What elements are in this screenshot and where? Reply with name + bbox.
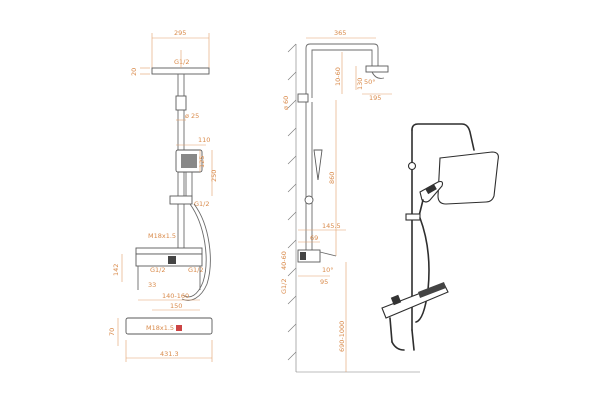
dim-handshower-head: 125 [198, 156, 206, 168]
dim-centre-spacing: 150 [170, 302, 182, 310]
mixer-bottom-marker [176, 325, 182, 331]
dim-nut-thread: G1/2 [280, 279, 288, 295]
iso-rain-head [437, 151, 499, 205]
dim-inlet-spacing: 140-160 [162, 292, 189, 300]
wall-hatch [287, 43, 297, 361]
dim-swivel-width: 195 [369, 94, 381, 102]
rain-shower-head [151, 67, 210, 75]
dim-swivel-angle: 50° [364, 78, 376, 86]
dim-head-thickness: 20 [130, 68, 138, 76]
dim-pipe-diameter: ø 25 [185, 112, 199, 120]
dim-shelf-gap: 33 [148, 281, 156, 289]
dim-tilt-angle: 10° [322, 266, 334, 274]
dim-inlet-offset: 69 [310, 234, 318, 242]
dim-mixer-height: 70 [108, 328, 116, 336]
dim-connector-range: 40-60 [280, 251, 288, 270]
dim-thread-bottom: M18x1.5 [146, 324, 174, 332]
iso-slider [405, 213, 421, 221]
shelf-top [135, 247, 203, 255]
dim-head-section: 130 [356, 78, 364, 90]
dim-handle-depth: 95 [320, 278, 328, 286]
dim-mixer-width: 431.3 [160, 350, 179, 358]
dim-head-drop: 10-60 [334, 67, 342, 86]
mixer-side-nut [300, 252, 306, 260]
isometric-view [381, 123, 499, 351]
dim-thread: M18x1.5 [148, 232, 176, 240]
side-view: 365 10-60 50° 195 130 ø 60 860 145.5 69 [280, 29, 420, 373]
dim-riser-height: 860 [328, 172, 336, 184]
handshower-nozzles [181, 154, 197, 168]
iso-mixer-knob [390, 294, 402, 306]
slider-bracket [169, 195, 193, 205]
dim-shelf-depth: 145.5 [322, 222, 341, 230]
dim-inlet-right: G1/2 [188, 266, 204, 274]
dim-shelf-height: 142 [112, 264, 120, 276]
front-view: 295 G1/2 20 ø 25 110 125 250 G1/2 M18x1.… [108, 29, 218, 362]
dim-arm-diameter: ø 60 [282, 96, 290, 110]
pipe-joint [175, 95, 187, 111]
dim-arm-length: 365 [334, 29, 346, 37]
dim-floor-height: 690-1000 [338, 321, 346, 352]
mixer-bottom-view [125, 317, 213, 335]
iso-hose [415, 217, 430, 323]
dim-handshower-length: 250 [210, 170, 218, 182]
dim-slider-connector: G1/2 [194, 200, 210, 208]
handshower-side [313, 149, 323, 181]
wall-bracket-top [297, 93, 309, 103]
iso-wall-bracket [407, 161, 417, 171]
dim-inlet-left: G1/2 [150, 266, 166, 274]
iso-shower-arm [411, 123, 475, 151]
shower-arm [305, 43, 379, 98]
mixer-center-knob [168, 256, 176, 264]
dim-head-connector: G1/2 [174, 58, 190, 66]
shower-hose [182, 203, 207, 298]
dim-handshower-width: 110 [198, 136, 210, 144]
slider-side [304, 195, 314, 205]
dim-head-width: 295 [174, 29, 186, 37]
rain-shower-head-side [365, 65, 389, 73]
